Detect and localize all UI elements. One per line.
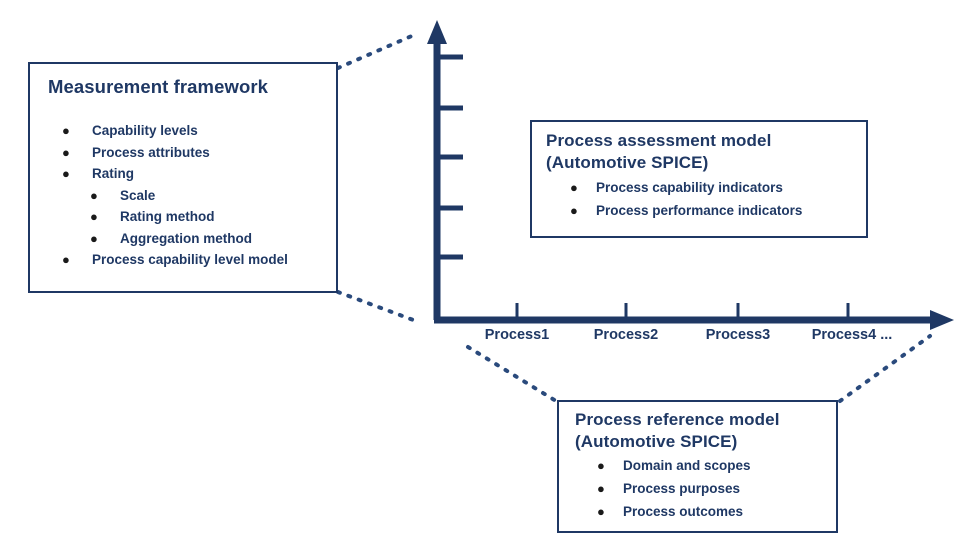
process-reference-model-box: Process reference model (Automotive SPIC…: [557, 400, 838, 533]
list-item: ● Process outcomes: [575, 500, 836, 523]
y-axis-arrowhead: [427, 20, 447, 44]
list-item: ● Process performance indicators: [546, 199, 866, 222]
bullet-icon: ●: [570, 180, 578, 195]
connector-x-axis-to-reference-model-left: [466, 345, 558, 403]
x-tick-label-process4: Process4 ...: [811, 327, 893, 343]
list-item: ● Process purposes: [575, 477, 836, 500]
process-assessment-model-box: Process assessment model (Automotive SPI…: [530, 120, 868, 238]
x-tick-label-process3: Process3: [705, 327, 771, 343]
connector-measurement-framework-to-origin: [336, 290, 418, 323]
process-assessment-model-list: ● Process capability indicators ● Proces…: [546, 176, 866, 222]
list-item: ● Rating: [48, 163, 336, 185]
list-item: ● Capability levels: [48, 120, 336, 142]
x-tick-label-process1: Process1: [484, 327, 550, 343]
bullet-icon: ●: [90, 230, 98, 246]
x-tick-label-process2: Process2: [593, 327, 659, 343]
list-item: ● Process capability indicators: [546, 176, 866, 199]
process-assessment-model-title: Process assessment model (Automotive SPI…: [546, 130, 866, 174]
list-item-label: Process capability level model: [92, 252, 288, 267]
connector-x-axis-to-reference-model-right: [838, 334, 932, 403]
x-axis-ticks: [515, 303, 850, 318]
list-item-label: Rating: [92, 166, 134, 181]
bullet-icon: ●: [62, 123, 70, 138]
list-item: ● Rating method: [48, 206, 336, 228]
connector-measurement-framework-to-y-axis: [336, 33, 416, 70]
bullet-icon: ●: [597, 458, 605, 473]
bullet-icon: ●: [90, 187, 98, 203]
title-line-1: Process assessment model: [546, 131, 772, 150]
y-axis-ticks: [437, 54, 463, 260]
list-item-label: Process performance indicators: [596, 203, 803, 218]
bullet-icon: ●: [570, 203, 578, 218]
list-item-label: Scale: [120, 187, 156, 203]
x-axis-arrowhead: [930, 310, 954, 330]
measurement-framework-title: Measurement framework: [48, 76, 269, 97]
process-reference-model-list: ● Domain and scopes ● Process purposes ●…: [575, 454, 836, 523]
title-line-2: (Automotive SPICE): [575, 432, 738, 451]
list-item-label: Process purposes: [623, 481, 741, 496]
list-item: ● Scale: [48, 185, 336, 207]
bullet-icon: ●: [90, 209, 98, 224]
process-reference-model-title: Process reference model (Automotive SPIC…: [575, 409, 836, 453]
title-line-2: (Automotive SPICE): [546, 153, 709, 172]
connector-lines: [336, 33, 932, 403]
list-item-label: Process outcomes: [623, 504, 744, 519]
list-item: ● Domain and scopes: [575, 454, 836, 477]
measurement-framework-box: Measurement framework ● Capability level…: [28, 62, 338, 293]
list-item: ● Aggregation method: [48, 228, 336, 250]
measurement-framework-list: ● Capability levels ● Process attributes…: [48, 120, 336, 271]
list-item-label: Process attributes: [92, 144, 210, 160]
title-line-1: Process reference model: [575, 410, 780, 429]
bullet-icon: ●: [597, 481, 605, 496]
list-item-label: Capability levels: [92, 123, 198, 138]
bullet-icon: ●: [597, 504, 605, 519]
list-item-label: Aggregation method: [120, 230, 252, 246]
bullet-icon: ●: [62, 252, 70, 267]
list-item-label: Domain and scopes: [623, 458, 751, 473]
list-item: ● Process attributes: [48, 142, 336, 164]
list-item-label: Process capability indicators: [596, 180, 783, 195]
bullet-icon: ●: [62, 166, 70, 181]
list-item-label: Rating method: [120, 209, 215, 224]
list-item: ● Process capability level model: [48, 249, 336, 271]
bullet-icon: ●: [62, 144, 70, 160]
